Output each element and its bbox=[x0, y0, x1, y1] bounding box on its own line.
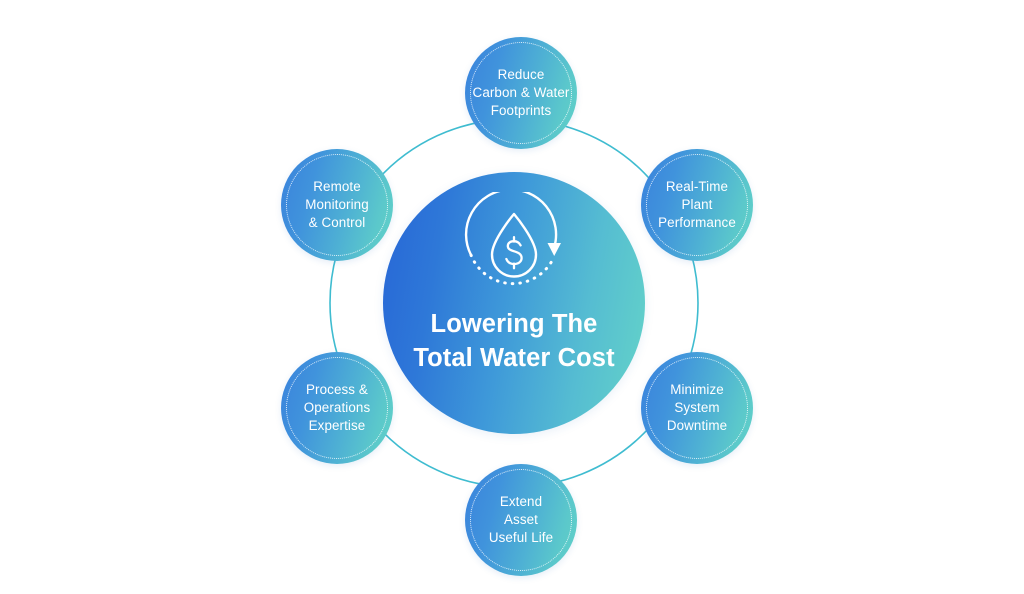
node-label-line-1: Remote bbox=[313, 179, 361, 195]
node-label-line-3: Footprints bbox=[490, 102, 552, 118]
node-label: Remote Monitoring & Control bbox=[305, 178, 369, 231]
node-process-operations-expertise[interactable]: Process & Operations Expertise bbox=[281, 352, 393, 464]
node-reduce-carbon-water-footprints[interactable]: Reduce Carbon & Water Footprints bbox=[465, 37, 577, 149]
node-dotted-ring bbox=[470, 42, 572, 144]
node-label: Extend Asset Useful Life bbox=[489, 493, 553, 546]
node-real-time-plant-performance[interactable]: Real-Time Plant Performance bbox=[641, 149, 753, 261]
node-label: Process & Operations Expertise bbox=[304, 381, 371, 434]
node-minimize-system-downtime[interactable]: Minimize System Downtime bbox=[641, 352, 753, 464]
node-label-line-2: Plant bbox=[681, 197, 713, 213]
node-dotted-ring bbox=[286, 154, 388, 256]
node-label-line-1: Real-Time bbox=[665, 179, 729, 195]
node-label-line-3: Downtime bbox=[666, 417, 728, 433]
node-label-line-3: & Control bbox=[308, 214, 366, 230]
node-extend-asset-useful-life[interactable]: Extend Asset Useful Life bbox=[465, 464, 577, 576]
node-label-line-2: Asset bbox=[504, 512, 538, 528]
water-drop-dollar-cycle-icon bbox=[464, 192, 561, 286]
node-dotted-ring bbox=[470, 469, 572, 571]
node-label-line-2: Operations bbox=[303, 400, 371, 416]
hub-title-line-1: Lowering The bbox=[430, 310, 598, 338]
node-dotted-ring bbox=[646, 154, 748, 256]
node-label-line-1: Minimize bbox=[670, 382, 724, 398]
node-label-line-2: Carbon & Water bbox=[472, 85, 570, 101]
node-label-line-1: Extend bbox=[499, 494, 543, 510]
node-label: Reduce Carbon & Water Footprints bbox=[473, 66, 570, 119]
node-label-line-3: Useful Life bbox=[488, 529, 554, 545]
hub-title-line-2: Total Water Cost bbox=[413, 343, 615, 372]
node-label-line-2: System bbox=[674, 400, 720, 416]
node-label-line-3: Performance bbox=[658, 214, 736, 230]
node-label-line-2: Monitoring bbox=[305, 197, 369, 213]
node-dotted-ring bbox=[646, 357, 748, 459]
node-label: Minimize System Downtime bbox=[667, 381, 727, 434]
node-label-line-3: Expertise bbox=[308, 417, 366, 433]
node-dotted-ring bbox=[286, 357, 388, 459]
node-label: Real-Time Plant Performance bbox=[658, 178, 736, 231]
node-label-line-1: Reduce bbox=[497, 67, 545, 83]
node-remote-monitoring-control[interactable]: Remote Monitoring & Control bbox=[281, 149, 393, 261]
hub-title: Lowering The Total Water Cost bbox=[383, 308, 645, 376]
node-label-line-1: Process & bbox=[306, 382, 368, 398]
hub-circle[interactable]: Lowering The Total Water Cost bbox=[383, 172, 645, 434]
